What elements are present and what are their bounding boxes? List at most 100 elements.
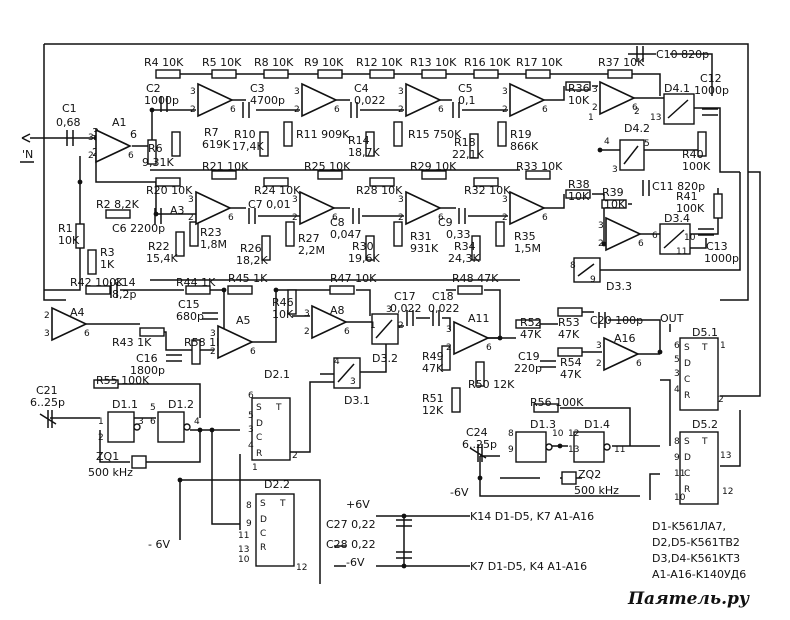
component-label: R3: [100, 246, 115, 259]
component-label: D3,D4-K561КТ3: [652, 552, 740, 565]
pin-label: 4: [604, 137, 610, 147]
component-label: D1.1: [112, 398, 138, 411]
resistor-h: [557, 347, 583, 357]
component-label: 18,2K: [236, 254, 268, 267]
pin-label: 6: [334, 105, 340, 115]
component-label: 17,4K: [232, 140, 264, 153]
pin-label: T: [701, 343, 708, 353]
resistor-h: [457, 285, 483, 295]
capacitor-h: [248, 208, 256, 224]
inverter-bubble-icon: [183, 423, 191, 431]
pin-label: 2: [398, 213, 404, 223]
component-label: R46: [272, 296, 294, 309]
component-label: 1800p: [130, 364, 165, 377]
capacitor-h: [406, 310, 414, 326]
component-label: 4700p: [250, 94, 285, 107]
component-label: C3: [250, 82, 265, 95]
component-label: 0,33: [446, 228, 471, 241]
pin-label: D: [684, 359, 691, 369]
opamp-triangle-icon: [605, 216, 642, 252]
component-label: R12 10K: [356, 56, 403, 69]
component-label: R25 10K: [304, 160, 351, 173]
resistor-v: [393, 121, 403, 147]
component-label: C1: [62, 102, 77, 115]
pin-label: 2: [190, 105, 196, 115]
component-label: R51: [422, 392, 444, 405]
component-label: 500 kHz: [88, 466, 133, 479]
component-label: D5.1: [692, 326, 718, 339]
pin-label: 6: [228, 213, 234, 223]
switch-contact-icon: [577, 263, 595, 277]
supply-caps-icon: [396, 519, 412, 559]
pin-label: S: [256, 403, 262, 413]
pin-label: 10: [674, 493, 686, 503]
resistor-h: [317, 69, 343, 79]
pin-label: 13: [720, 451, 731, 461]
component-label: D2.1: [264, 368, 290, 381]
component-label: C14: [114, 276, 136, 289]
pin-label: 6: [542, 105, 548, 115]
component-label: R23: [200, 226, 222, 239]
junction-dot: [177, 477, 183, 483]
component-label: R8 10K: [254, 56, 294, 69]
component-label: R44 1K: [176, 276, 216, 289]
component-label: 10K: [58, 234, 80, 247]
resistor-h: [263, 69, 289, 79]
opamp-triangle-icon: [405, 82, 442, 118]
resistor-h: [421, 170, 447, 180]
pin-label: 3: [188, 195, 194, 205]
component-label: C17: [394, 290, 416, 303]
resistor-v: [365, 131, 375, 157]
component-label: 100K: [682, 160, 711, 173]
pin-label: 11: [674, 469, 685, 479]
resistor-v: [191, 339, 201, 365]
junction-dot: [657, 349, 663, 355]
pin-label: 6: [230, 105, 236, 115]
pin-label: 8: [508, 429, 514, 439]
component-label: 500 kHz: [574, 484, 619, 497]
pin-label: 9: [246, 519, 252, 529]
pin-label: 2: [44, 311, 50, 321]
component-label: 9,31K: [142, 156, 174, 169]
pin-label: R: [260, 543, 266, 553]
resistor-h: [421, 69, 447, 79]
pin-label: 2: [596, 359, 602, 369]
pin-label: 6: [128, 151, 134, 161]
component-label: 0,1: [458, 94, 476, 107]
component-label: R52: [520, 316, 542, 329]
trimmer-cap-c21-icon: [39, 410, 57, 428]
pin-label: 2: [304, 327, 310, 337]
capacitor-h: [350, 102, 358, 118]
component-label: R19: [510, 128, 532, 141]
component-label: R11 909K: [296, 128, 350, 141]
pin-label: 2: [502, 105, 508, 115]
component-label: A3: [170, 204, 185, 217]
component-label: R18: [454, 136, 476, 149]
component-label: R16 10K: [464, 56, 511, 69]
supply-terminal-icon: [334, 545, 346, 567]
component-label: R28 10K: [356, 184, 403, 197]
component-label: 0,022: [428, 302, 460, 315]
resistor-v: [365, 235, 375, 261]
nand-gate-d1-1: [107, 411, 135, 443]
pin-label: 5: [150, 403, 156, 413]
component-label: 0,022: [390, 302, 422, 315]
component-label: 15,4K: [146, 252, 178, 265]
flip-flop-d5-2: [679, 431, 719, 505]
resistor-h: [263, 177, 289, 187]
pin-label: R: [684, 391, 690, 401]
pin-label: 3: [502, 87, 508, 97]
component-label: R5 10K: [202, 56, 242, 69]
resistor-v: [441, 345, 451, 371]
digital-blocks: [20, 133, 719, 567]
pin-label: 9: [674, 453, 680, 463]
pin-label: T: [279, 499, 286, 509]
junction-dot: [557, 443, 563, 449]
resistor-v: [713, 193, 723, 219]
component-label: 1000p: [144, 94, 179, 107]
component-label: R48 47K: [452, 272, 499, 285]
pin-label: 9: [590, 275, 596, 285]
